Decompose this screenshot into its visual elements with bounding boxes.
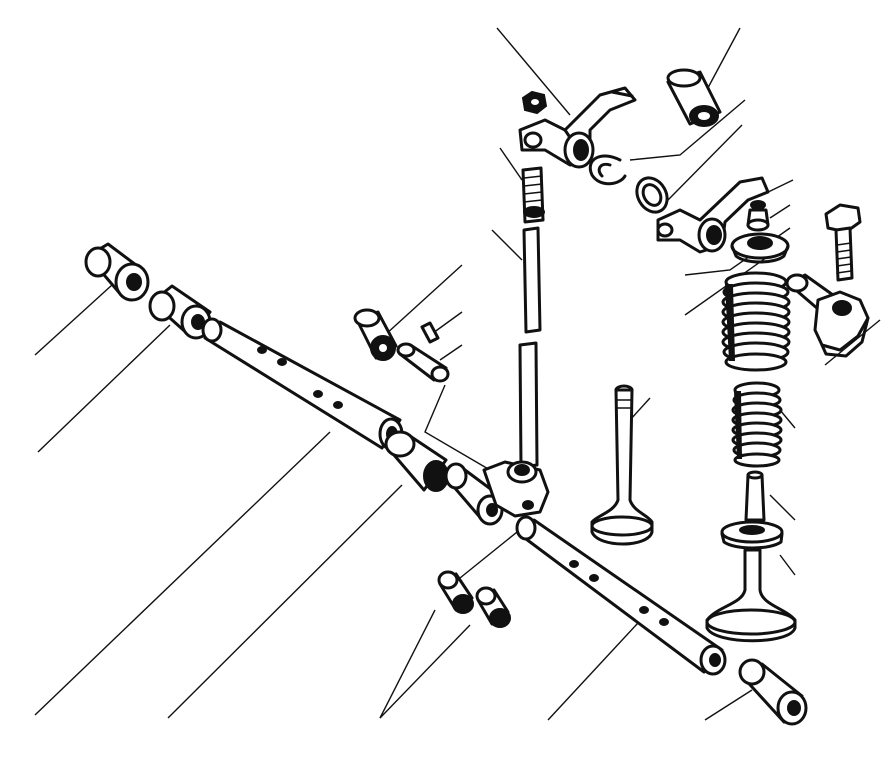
leader-shaft-right [547,609,651,721]
pin [420,321,440,344]
bolt [824,203,862,282]
rocker-bush-lower [384,430,449,492]
leader-bracket [824,319,881,366]
leader-pin [432,311,463,334]
leader-bushes-b [379,624,471,719]
leader-spacer-left [37,324,171,453]
leader-washer-upper [667,124,743,201]
bushes-pair [437,570,511,628]
spring-retainer [730,232,790,264]
end-plug-left [84,242,150,302]
leader-pedestal [459,527,523,579]
leader-spacer-ring [384,264,463,336]
leader-lines [34,27,881,721]
rocker-bracket-knob [785,273,870,358]
washer-upper [635,176,669,214]
spacer-ring [353,308,398,361]
leader-valve-cap [769,204,791,219]
adjusting-screw [521,166,545,224]
leader-bushes-a [379,609,436,719]
leader-pushrod-low [491,229,523,261]
rocker-arm-upper [518,86,637,169]
leader-sleeve [424,384,491,471]
leader-seat-washer [779,554,796,576]
tappet-pedestal [482,460,550,518]
spring-seat-washer [720,520,784,550]
exhaust-valve [705,548,797,643]
outer-valve-spring [721,271,791,372]
nut-top [521,90,548,115]
push-rod [518,226,542,469]
inner-valve-spring [731,381,783,468]
leader-bush-lower [167,484,403,719]
leader-dowel [439,344,463,361]
inlet-valve [590,384,654,546]
end-plug-right [738,658,808,726]
rocker-arm-lower [656,176,770,254]
leader-valve-inlet [629,397,651,421]
spacer-left [148,284,212,340]
dowel [396,342,450,383]
valve-cap [746,200,770,232]
leader-shaft-left [34,431,331,716]
leader-clip-upper [629,99,746,161]
leader-plug-right [704,689,753,721]
valve-guide [744,470,766,522]
leader-plug-left [34,284,113,356]
leader-inner-spring [769,494,796,521]
leader-pushrod [499,147,523,181]
leader-rocker-upper [496,27,571,116]
bush-upper [666,68,722,127]
circlip-upper [588,154,627,186]
rocker-shaft-right [515,515,727,676]
leader-outer-spring [779,409,796,429]
